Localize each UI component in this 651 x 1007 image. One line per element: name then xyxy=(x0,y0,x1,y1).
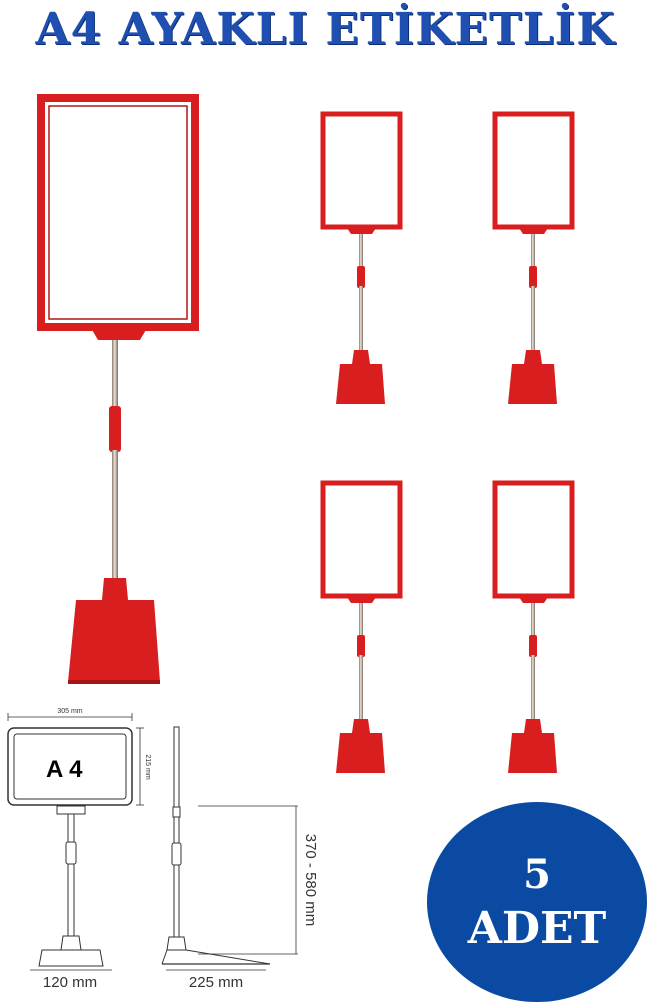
technical-drawing-front xyxy=(7,713,144,971)
small-sign-stand-3 xyxy=(320,480,403,773)
quantity-unit: ADET xyxy=(467,903,607,954)
width-dimension-label: 305 mm xyxy=(57,708,82,715)
base-front-width-label: 120 mm xyxy=(43,974,97,991)
base-side-width-label: 225 mm xyxy=(189,974,243,991)
large-sign-stand xyxy=(37,94,199,684)
quantity-number: 5 xyxy=(523,851,551,898)
frame-size-label: A 4 xyxy=(46,756,83,783)
small-sign-stand-1 xyxy=(320,111,403,404)
height-dimension-label: 215 mm xyxy=(144,754,151,779)
small-sign-stand-2 xyxy=(492,111,575,404)
page-title: A4 AYAKLI ETİKETLİK xyxy=(35,4,616,55)
adjustable-height-label: 370 - 580 mm xyxy=(302,834,319,927)
quantity-badge: 5 ADET xyxy=(427,802,647,1002)
small-sign-stand-4 xyxy=(492,480,575,773)
technical-drawing-side xyxy=(161,726,298,971)
